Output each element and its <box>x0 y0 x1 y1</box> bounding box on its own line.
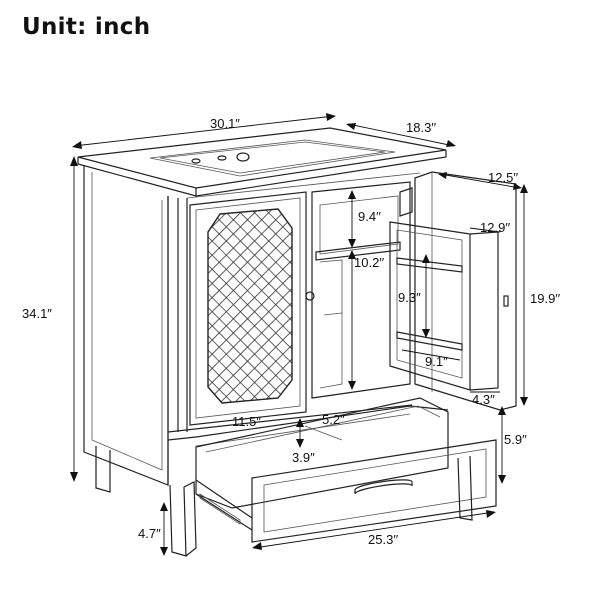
label-rack-width: 12.9′′ <box>480 220 511 235</box>
door-rack <box>389 221 499 391</box>
label-top-depth: 18.3′′ <box>406 120 437 135</box>
label-top-width: 30.1″ <box>210 116 240 131</box>
label-leg-height: 4.7″ <box>138 526 161 541</box>
drawer-handle-icon <box>354 479 413 495</box>
left-door <box>189 191 315 426</box>
cabinet-front-frame <box>167 172 421 485</box>
unit-title: Unit: inch <box>22 14 151 40</box>
drawer <box>195 397 497 543</box>
cabinet-interior <box>311 181 411 399</box>
label-door-height: 19.9′′ <box>530 291 561 306</box>
lattice-panel-icon <box>207 208 293 404</box>
label-drawer-divider: 5.2″ <box>322 412 345 427</box>
label-drawer-depth: 11.5″ <box>232 414 261 429</box>
countertop <box>77 127 447 197</box>
label-height: 34.1″ <box>22 306 52 321</box>
dimension-lines <box>70 113 528 556</box>
cabinet-legs <box>95 446 473 557</box>
label-rack-inner-width: 9.1″ <box>425 354 448 369</box>
label-shelf-depth: 12.5′′ <box>488 170 519 185</box>
door-knob-icon <box>305 291 315 301</box>
dimension-labels: 30.1″ 18.3′′ 34.1″ 12.5′′ 9.4′′ 10.2′′ 1… <box>22 116 561 547</box>
faucet-holes-icon <box>191 152 250 164</box>
drawer-opening <box>195 405 449 447</box>
label-drawer-width: 25.3′′ <box>368 532 399 547</box>
label-interior-height: 10.2′′ <box>354 255 385 270</box>
label-drawer-inner-height: 3.9″ <box>292 450 315 465</box>
label-rack-depth: 4.3″ <box>472 392 495 407</box>
label-shelf-gap-top: 9.4′′ <box>358 209 382 224</box>
label-rack-shelf-gap: 9.3″ <box>398 290 421 305</box>
label-drawer-height: 5.9″ <box>504 432 527 447</box>
hinge-icon <box>399 187 413 217</box>
cabinet-side-panel <box>83 166 169 486</box>
